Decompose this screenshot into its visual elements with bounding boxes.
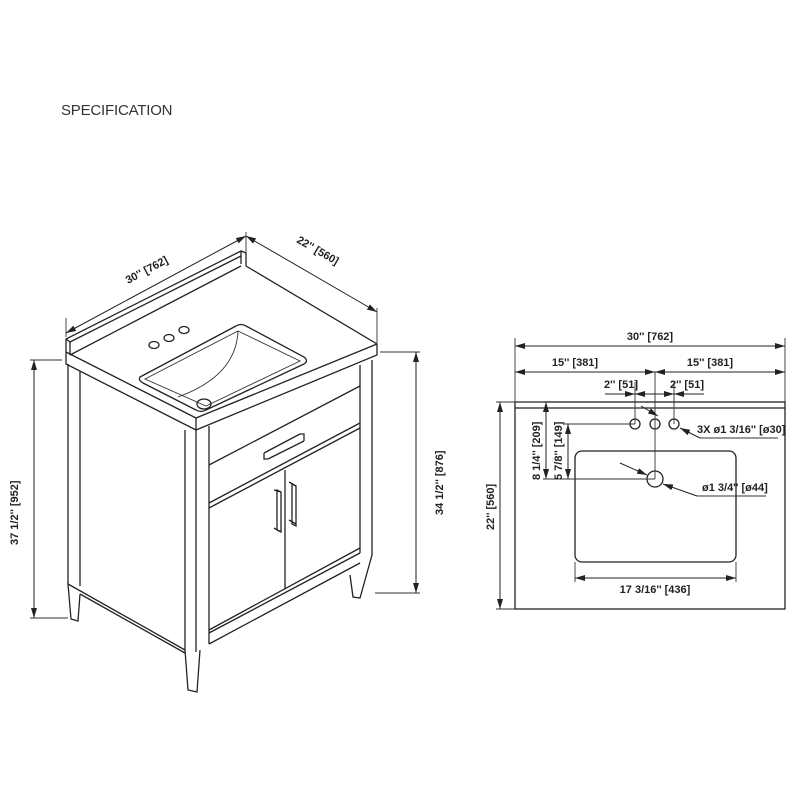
drawer-handle [263, 433, 305, 460]
faucet-holes [148, 325, 190, 350]
dim-hole-spacing-left: 2'' [51] [604, 379, 638, 391]
dim-drain-from-back: 8 1/4'' [209] [531, 421, 543, 480]
isometric-vanity [65, 250, 378, 693]
vanity-top [65, 265, 378, 431]
sink-outline [574, 450, 737, 563]
countertop-outline [514, 401, 786, 610]
door-handle-right [288, 481, 297, 528]
cabinet-body [67, 360, 373, 654]
dim-sink-width: 17 3/16'' [436] [620, 584, 691, 596]
page-title: SPECIFICATION [61, 102, 173, 119]
dim-holes-to-drain: 5 7/8'' [149] [553, 421, 565, 480]
legs [67, 554, 373, 693]
dim-left-half: 15'' [381] [552, 357, 599, 369]
dim-depth-iso: 22'' [560] [295, 234, 341, 268]
door-handle-left [273, 488, 282, 534]
top-view-dimensions: 30'' [762] 15'' [381] 15'' [381] 2'' [51… [485, 331, 786, 610]
iso-dimensions: 30'' [762] 22'' [560] 37 1/2'' [952] 34 … [9, 232, 446, 619]
dim-overall-width: 30'' [762] [627, 331, 674, 343]
dim-faucet-holes: 3X ø1 3/16'' [ø30] [697, 424, 786, 436]
dim-hole-spacing-right: 2'' [51] [670, 379, 704, 391]
dim-width-iso: 30'' [762] [124, 254, 171, 286]
dim-right-half: 15'' [381] [687, 357, 734, 369]
top-view-plan [514, 372, 786, 610]
dim-counter-height: 34 1/2'' [876] [434, 450, 446, 515]
dim-depth: 22'' [560] [485, 483, 497, 530]
drain-icon [196, 398, 212, 410]
dim-drain-hole: ø1 3/4'' [ø44] [702, 482, 768, 494]
dim-overall-height: 37 1/2'' [952] [9, 480, 21, 545]
